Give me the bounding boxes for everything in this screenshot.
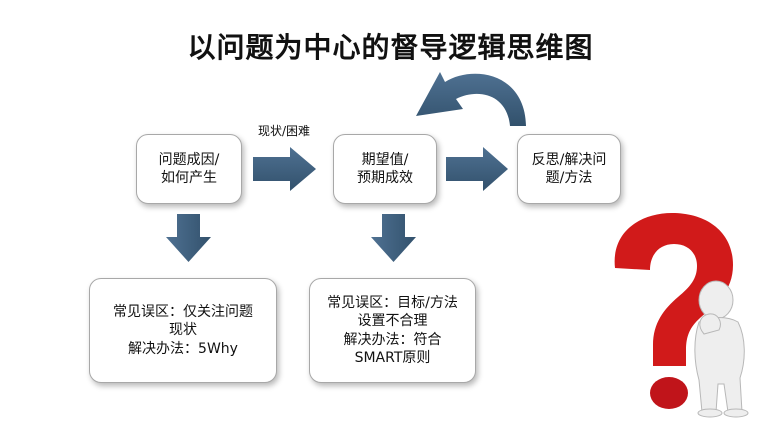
down-arrow-1	[166, 214, 211, 262]
box-common-mistake-2-text: 常见误区：目标/方法 设置不合理 解决办法：符合 SMART原则	[327, 295, 458, 366]
box-reflection-solution-text: 反思/解决问 题/方法	[531, 151, 607, 186]
curved-feedback-arrow	[416, 72, 526, 126]
right-arrow-1	[253, 147, 316, 191]
figure-foot-right	[723, 408, 749, 418]
question-mark-dot	[650, 377, 688, 409]
thinking-person-with-question-mark-icon	[614, 213, 749, 418]
box-expectation-text: 期望值/ 预期成效	[357, 151, 413, 186]
box-expectation: 期望值/ 预期成效	[333, 134, 437, 204]
question-mark-shape	[614, 213, 733, 366]
box-reflection-solution: 反思/解决问 题/方法	[517, 134, 621, 204]
figure-foot-left	[697, 408, 723, 418]
box-common-mistake-1-text: 常见误区：仅关注问题 现状 解决办法：5Why	[113, 304, 253, 357]
box-common-mistake-1: 常见误区：仅关注问题 现状 解决办法：5Why	[89, 278, 277, 383]
figure-body	[694, 317, 745, 413]
box-common-mistake-2: 常见误区：目标/方法 设置不合理 解决办法：符合 SMART原则	[309, 278, 476, 383]
diagram-title: 以问题为中心的督导逻辑思维图	[187, 31, 594, 64]
right-arrow-2	[446, 147, 508, 191]
box-problem-cause-text: 问题成因/ 如何产生	[158, 151, 220, 186]
box-problem-cause: 问题成因/ 如何产生	[136, 134, 242, 204]
figure-head	[698, 280, 734, 320]
arrow-label-current-difficulty: 现状/困难	[257, 124, 311, 138]
figure-arm	[699, 313, 721, 335]
down-arrow-2	[371, 214, 416, 262]
